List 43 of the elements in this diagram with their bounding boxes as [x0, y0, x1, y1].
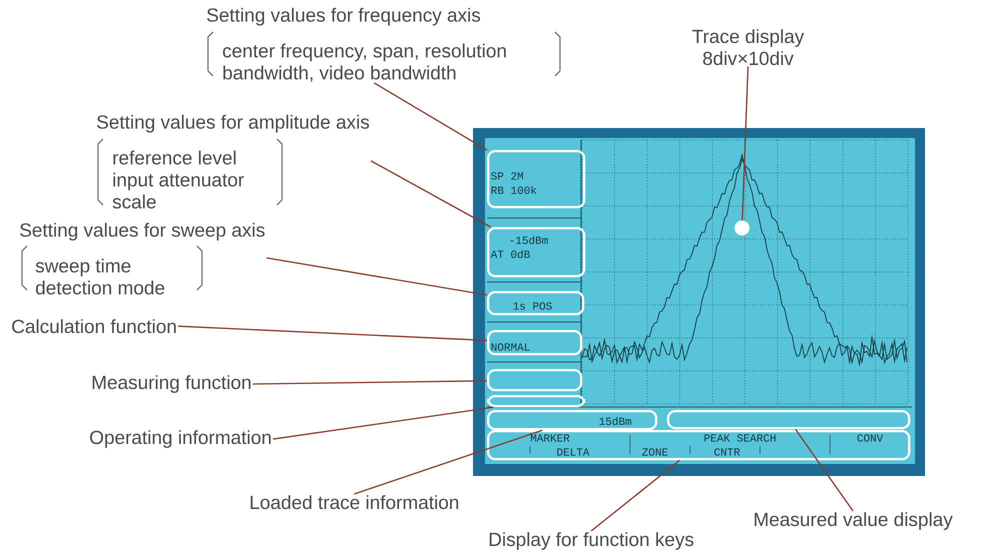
callout-text: Setting values for sweep axis sweep time detection mode	[20, 222, 265, 295]
marker-dot	[734, 220, 750, 236]
screen-text: RB 100k	[492, 186, 536, 194]
leader-line	[266, 257, 488, 296]
leader-line	[794, 428, 854, 512]
screen-text: ZONE	[642, 448, 668, 456]
highlight-box	[487, 330, 582, 356]
callout-text: Operating information	[90, 430, 271, 448]
callout-text: Loaded trace information	[250, 495, 458, 510]
screen-text: DELTA	[557, 448, 590, 456]
leader-line	[374, 82, 488, 151]
highlight-box	[487, 291, 584, 316]
leader-line	[178, 326, 488, 342]
screen-text: NORMAL	[492, 343, 530, 351]
leader-line	[742, 66, 749, 220]
leader-line	[370, 160, 491, 228]
screen-text: SP 2M	[491, 172, 523, 180]
screen-text: -15dBm	[510, 236, 548, 244]
screen-text: 15dBm	[600, 416, 632, 426]
highlight-box	[487, 410, 658, 430]
callout-text: Setting values for frequency axis center frequency, span, resolution bandwidth, video bandwidth	[207, 8, 506, 82]
highlight-box	[487, 369, 582, 392]
screen-text: MARKER	[530, 434, 570, 442]
leader-line	[252, 380, 488, 385]
highlight-box	[667, 410, 910, 430]
leader-line	[273, 406, 494, 440]
highlight-box	[487, 395, 586, 408]
screen-text: PEAK SEARCH	[704, 434, 776, 442]
highlight-box	[487, 227, 586, 278]
highlight-box	[487, 150, 586, 208]
screen-text: AT 0dB	[490, 250, 530, 258]
highlight-box	[487, 430, 910, 460]
callout-text: Setting values for amplitude axis reference level input attenuator scale	[97, 114, 369, 209]
leader-line	[590, 460, 680, 532]
screen-text: 1s POS	[514, 302, 552, 310]
callout-text: Measuring function	[92, 375, 250, 393]
callout-text: Calculation function	[12, 319, 176, 334]
screen-text: CONV	[857, 434, 884, 442]
callout-text: Trace display 8div×10div	[692, 29, 804, 66]
callout-text: Display for function keys	[490, 532, 694, 550]
screen-text: CNTR	[714, 448, 740, 456]
leader-line	[354, 430, 542, 495]
callout-text: Measured value display	[754, 512, 953, 530]
